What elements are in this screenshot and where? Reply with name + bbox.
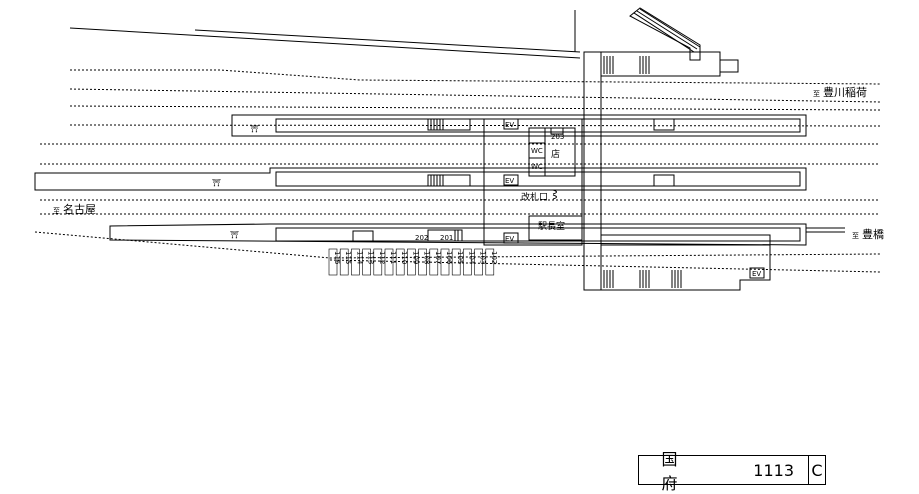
track-number-box xyxy=(373,248,383,276)
track-number-label: 115 xyxy=(344,251,352,264)
ticket-gate-label: 改札口 xyxy=(521,191,548,203)
room-number-201: 201 xyxy=(440,234,453,242)
wc-label-2: WC xyxy=(531,163,543,171)
direction-toyokawa-inari: 豊川稲荷 xyxy=(823,86,867,99)
shop-label: 店 xyxy=(551,148,560,160)
track-number-label: 112 xyxy=(378,251,386,264)
ev-label-4: EV xyxy=(752,270,761,278)
station-grade: C xyxy=(808,456,825,484)
station-master-room-label: 駅長室 xyxy=(538,220,565,232)
track-number-box xyxy=(440,248,450,276)
ev-label-1: EV xyxy=(505,121,514,129)
track-number-box xyxy=(339,248,349,276)
ev-label-2: EV xyxy=(505,177,514,185)
track-number-box xyxy=(362,248,371,276)
track-number-box xyxy=(395,248,405,276)
to-prefix-1: 至 xyxy=(813,90,820,98)
track-number-label: 109 xyxy=(411,251,419,264)
room-number-203: 203 xyxy=(551,133,564,141)
track-number-box xyxy=(384,248,394,276)
title-block: 国府 1113 C xyxy=(638,450,826,493)
wc-label-1: WC xyxy=(531,147,543,155)
track-number-label: 102 xyxy=(490,251,498,264)
track-number-box xyxy=(451,248,461,276)
station-code: 1113 xyxy=(753,460,794,480)
shrine-mark-1: ⛩ xyxy=(250,124,259,133)
track-number-label: 113 xyxy=(367,251,375,264)
track-number-box xyxy=(474,248,483,276)
shrine-mark-2: ⛩ xyxy=(212,178,221,187)
room-number-202: 202 xyxy=(415,234,428,242)
track-number-label: 110 xyxy=(400,251,408,264)
track-number-label: 108 xyxy=(423,251,431,264)
track-number-box xyxy=(418,248,427,276)
track-number-box xyxy=(485,248,495,276)
track-number-label: 111 xyxy=(389,251,397,264)
track-number-label: 103 xyxy=(479,251,487,264)
track-number-box xyxy=(351,248,360,276)
direction-toyohashi: 豊橋 xyxy=(862,227,884,241)
track-number-box xyxy=(463,248,472,276)
track-number-label: 104 xyxy=(467,251,475,265)
track-number-box xyxy=(407,248,416,276)
to-prefix-2: 至 xyxy=(53,207,60,215)
track-number-label: 114 xyxy=(355,251,363,265)
track-number-label: 116 xyxy=(333,251,341,265)
track-number-label: 106 xyxy=(445,251,453,265)
shrine-mark-3: ⛩ xyxy=(230,230,239,239)
track-number-label: 107 xyxy=(434,251,442,264)
direction-nagoya: 名古屋 xyxy=(63,202,96,216)
station-name: 国府 xyxy=(661,450,692,493)
to-prefix-3: 至 xyxy=(852,232,859,240)
track-number-label: 105 xyxy=(456,251,464,264)
ev-label-3: EV xyxy=(505,235,514,243)
track-number-box xyxy=(429,248,439,276)
track-number-box xyxy=(328,248,338,276)
